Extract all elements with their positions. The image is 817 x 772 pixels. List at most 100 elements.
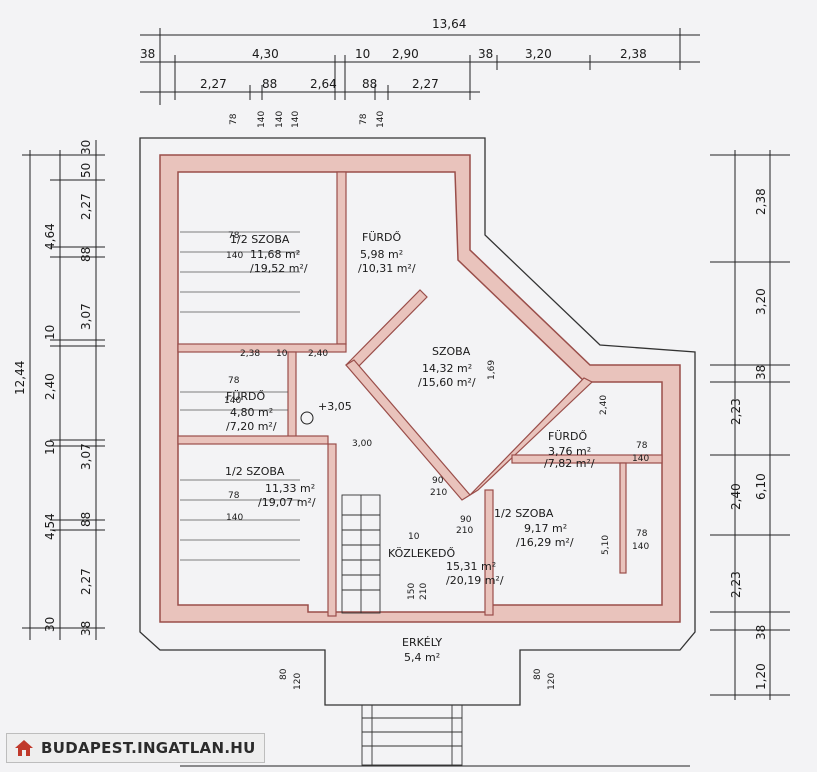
interior-walls xyxy=(177,171,663,617)
dim-left-b6: 3,07 xyxy=(79,443,93,470)
dim-left-a2: 10 xyxy=(43,325,57,340)
dim-total-width: 13,64 xyxy=(432,17,466,31)
dim-right-2: 3,20 xyxy=(754,288,768,315)
dim-left-b3: 2,27 xyxy=(79,193,93,220)
room-2-name: FÜRDŐ xyxy=(362,230,401,244)
room-7-area: 3,76 m² xyxy=(548,445,591,458)
dim-top-2: 4,30 xyxy=(252,47,279,61)
dim-right-9: 1,20 xyxy=(754,663,768,690)
top-dimension-lines xyxy=(140,28,700,105)
room-1-window-h: 140 xyxy=(226,251,243,261)
room-6-area2: /20,19 m²/ xyxy=(446,574,504,587)
dim-right-8: 38 xyxy=(754,625,768,640)
dim-top-4: 2,90 xyxy=(392,47,419,61)
dim-left-a5: 4,54 xyxy=(43,513,57,540)
eaves-outline xyxy=(139,137,696,706)
dim-open-4: 140 xyxy=(291,111,301,128)
dim-left-a3: 2,40 xyxy=(43,373,57,400)
room-5-window-w: 78 xyxy=(228,491,240,501)
right-dimension-lines xyxy=(710,150,790,700)
room-7-window-w: 78 xyxy=(636,441,648,451)
room-8-area2: /16,29 m²/ xyxy=(516,536,574,549)
exterior-walls xyxy=(159,154,681,623)
watermark-text: BUDAPEST.INGATLAN.HU xyxy=(41,739,256,757)
room-6-name: KÖZLEKEDŐ xyxy=(388,546,456,560)
room-7-window-h: 140 xyxy=(632,454,649,464)
dim-open-l: 120 xyxy=(547,673,557,690)
dim-left-b7: 88 xyxy=(79,512,93,527)
dim-open-i: 80 xyxy=(279,668,289,680)
room-4-name: FÜRDŐ xyxy=(226,389,265,403)
room-5-area2: /19,07 m²/ xyxy=(258,496,316,509)
dim-open-h: 5,10 xyxy=(601,535,611,555)
dim-left-b1: 30 xyxy=(79,140,93,155)
room-9-name: ERKÉLY xyxy=(402,636,442,649)
dim-open-f: 1,69 xyxy=(487,360,497,380)
dim-top-7: 2,38 xyxy=(620,47,647,61)
dim-left-total: 12,44 xyxy=(13,361,27,395)
room-4-window-h: 140 xyxy=(224,396,241,406)
dim-right-1: 2,38 xyxy=(754,188,768,215)
room-5-area: 11,33 m² xyxy=(265,482,315,495)
dim-top-6: 3,20 xyxy=(525,47,552,61)
roof-slope-hatch xyxy=(180,231,300,561)
dim-top-1: 38 xyxy=(140,47,155,61)
dim-second-1: 2,27 xyxy=(200,77,227,91)
room-7-area2: /7,82 m²/ xyxy=(544,457,595,470)
house-logo-icon xyxy=(15,740,33,756)
room-1-name: 1/2 SZOBA xyxy=(230,233,290,246)
room-6-area: 15,31 m² xyxy=(446,560,496,573)
dim-second-2: 88 xyxy=(262,77,277,91)
dim-open-e: 10 xyxy=(408,532,420,542)
balcony-stairs xyxy=(361,704,463,766)
dim-open-2: 140 xyxy=(257,111,267,128)
dim-open-n: 210 xyxy=(419,583,429,600)
dim-open-6: 140 xyxy=(376,111,386,128)
dim-right-3: 38 xyxy=(754,365,768,380)
dim-open-c: 2,40 xyxy=(308,349,328,359)
level-mark: +3,05 xyxy=(318,400,352,413)
dim-open-a: 2,38 xyxy=(240,349,260,359)
dim-top-3: 10 xyxy=(355,47,370,61)
dim-right-7: 2,23 xyxy=(729,571,743,598)
room-3-area: 14,32 m² xyxy=(422,362,472,375)
room-8-name: 1/2 SZOBA xyxy=(494,507,554,520)
dim-open-j: 120 xyxy=(293,673,303,690)
dim-right-6: 6,10 xyxy=(754,473,768,500)
watermark: BUDAPEST.INGATLAN.HU xyxy=(6,733,265,763)
room-4-window-w: 78 xyxy=(228,376,240,386)
room-1-area: 11,68 m² xyxy=(250,248,300,261)
dim-open-1: 78 xyxy=(229,113,239,125)
level-marker-icon xyxy=(300,411,314,425)
staircase xyxy=(341,494,381,614)
dim-open-k: 80 xyxy=(533,668,543,680)
dim-open-3: 140 xyxy=(275,111,285,128)
room-2-area2: /10,31 m²/ xyxy=(358,262,416,275)
dim-open-5: 78 xyxy=(359,113,369,125)
dim-second-4: 88 xyxy=(362,77,377,91)
dim-open-r: 210 xyxy=(456,526,473,536)
room-1-window-w: 78 xyxy=(228,231,240,241)
dim-open-m: 150 xyxy=(407,583,417,600)
dim-open-p: 210 xyxy=(430,488,447,498)
dim-open-g: 2,40 xyxy=(599,395,609,415)
dim-left-b8: 2,27 xyxy=(79,568,93,595)
dim-right-4: 2,23 xyxy=(729,398,743,425)
room-3-area2: /15,60 m²/ xyxy=(418,376,476,389)
dim-open-b: 10 xyxy=(276,349,288,359)
room-1-area2: /19,52 m²/ xyxy=(250,262,308,275)
dim-right-5: 2,40 xyxy=(729,483,743,510)
room-4-area2: /7,20 m²/ xyxy=(226,420,277,433)
dim-left-a1: 4,64 xyxy=(43,223,57,250)
room-7-name: FÜRDŐ xyxy=(548,429,587,443)
room-4-area: 4,80 m² xyxy=(230,406,273,419)
room-3-name: SZOBA xyxy=(432,345,471,358)
dim-left-b9: 38 xyxy=(79,621,93,636)
room-5-name: 1/2 SZOBA xyxy=(225,465,285,478)
room-8-window-h: 140 xyxy=(632,542,649,552)
dim-left-a4: 10 xyxy=(43,440,57,455)
dim-left-a6: 30 xyxy=(43,617,57,632)
room-8-area: 9,17 m² xyxy=(524,522,567,535)
